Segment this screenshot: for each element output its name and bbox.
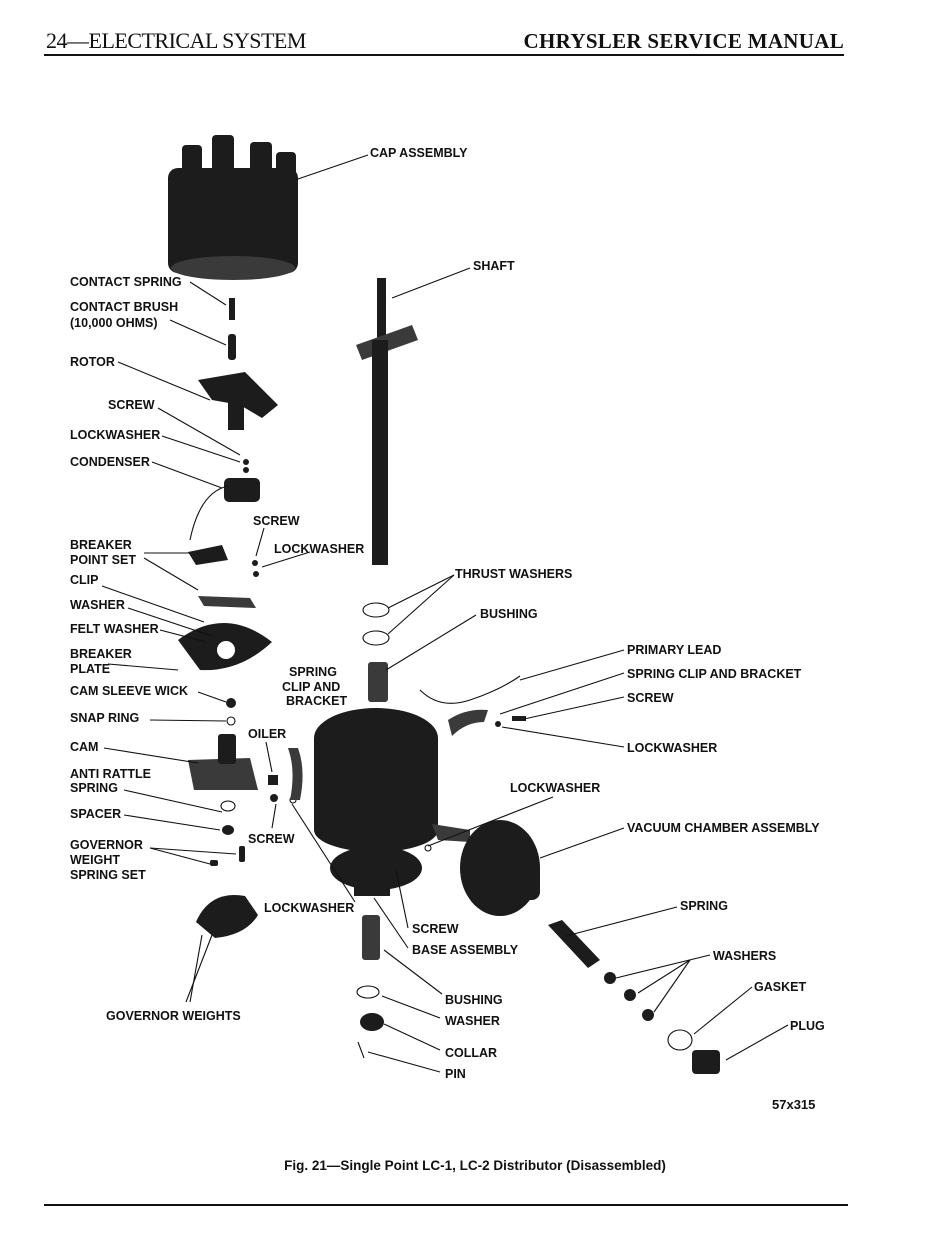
label-spring: SPRING — [680, 899, 728, 913]
header-manual-title: CHRYSLER SERVICE MANUAL — [523, 29, 844, 53]
spacer-part — [220, 800, 236, 835]
label-spring-clip-line2: CLIP AND — [282, 680, 340, 694]
label-gasket: GASKET — [754, 980, 806, 994]
label-lockwasher-lower: LOCKWASHER — [264, 901, 354, 915]
label-lockwasher-vacuum: LOCKWASHER — [510, 781, 600, 795]
label-governor-line2: WEIGHT — [70, 853, 120, 867]
snap-ring-part — [226, 716, 236, 726]
label-washers: WASHERS — [713, 949, 776, 963]
label-lockwasher-rotor: LOCKWASHER — [70, 428, 160, 442]
breaker-plate-part — [178, 622, 272, 671]
label-bushing-upper: BUSHING — [480, 607, 538, 621]
label-screw-spacer: SCREW — [248, 832, 295, 846]
label-contact-brush-line1: CONTACT BRUSH — [70, 300, 178, 314]
label-screw-rotor: SCREW — [108, 398, 155, 412]
label-anti-rattle-line2: SPRING — [70, 781, 118, 795]
bushing-upper-part — [368, 662, 388, 702]
cap-assembly-part — [168, 135, 298, 280]
figure-code: 57x315 — [772, 1097, 816, 1112]
label-shaft: SHAFT — [473, 259, 515, 273]
primary-lead-part — [419, 675, 521, 704]
label-collar: COLLAR — [445, 1046, 497, 1060]
label-breaker-point-set-line2: POINT SET — [70, 553, 136, 567]
clip-part — [198, 596, 256, 608]
label-breaker-plate-line2: PLATE — [70, 662, 110, 676]
label-cam: CAM — [70, 740, 98, 754]
washers-part — [604, 972, 654, 1021]
label-felt-washer: FELT WASHER — [70, 622, 159, 636]
label-lockwasher-right: LOCKWASHER — [627, 741, 717, 755]
label-condenser: CONDENSER — [70, 455, 150, 469]
label-contact-brush-line2: (10,000 OHMS) — [70, 316, 158, 330]
label-contact-spring: CONTACT SPRING — [70, 275, 182, 289]
label-vacuum-chamber: VACUUM CHAMBER ASSEMBLY — [627, 821, 820, 835]
label-governor-line1: GOVERNOR — [70, 838, 143, 852]
label-plug: PLUG — [790, 1019, 825, 1033]
label-spring-clip-line3: BRACKET — [286, 694, 347, 708]
header-section-title: 24—ELECTRICAL SYSTEM — [46, 28, 306, 53]
label-breaker-plate-line1: BREAKER — [70, 647, 132, 661]
cam-sleeve-wick-part — [226, 698, 236, 708]
label-thrust-washers: THRUST WASHERS — [455, 567, 572, 581]
label-base-assembly: BASE ASSEMBLY — [412, 943, 519, 957]
cam-part — [188, 734, 258, 790]
label-washer: WASHER — [70, 598, 125, 612]
spring-clip-bracket-right-part — [448, 709, 526, 736]
label-rotor: ROTOR — [70, 355, 115, 369]
label-spring-clip-line1: SPRING — [289, 665, 337, 679]
base-housing-part — [314, 708, 438, 896]
spring-clip-bracket-left-part — [288, 748, 303, 800]
shaft-part — [356, 278, 418, 565]
label-bushing-lower: BUSHING — [445, 993, 503, 1007]
washer-lower-part — [356, 985, 380, 999]
condenser-part — [189, 478, 260, 541]
figure-caption: Fig. 21—Single Point LC-1, LC-2 Distribu… — [284, 1158, 666, 1173]
bushing-lower-part — [362, 915, 380, 960]
leader-lines — [101, 154, 789, 1073]
small-screws-part — [243, 459, 249, 473]
label-breaker-point-set-line1: BREAKER — [70, 538, 132, 552]
rotor-part — [198, 372, 278, 430]
label-spring-clip-and-bracket: SPRING CLIP AND BRACKET — [627, 667, 802, 681]
breaker-point-set-part — [188, 545, 259, 577]
label-governor-weights: GOVERNOR WEIGHTS — [106, 1009, 241, 1023]
governor-weight-spring-part — [210, 846, 245, 866]
label-primary-lead: PRIMARY LEAD — [627, 643, 721, 657]
plug-part — [692, 1050, 720, 1074]
label-oiler: OILER — [248, 727, 286, 741]
label-cam-sleeve-wick: CAM SLEEVE WICK — [70, 684, 188, 698]
label-governor-line3: SPRING SET — [70, 868, 146, 882]
label-snap-ring: SNAP RING — [70, 711, 139, 725]
label-pin: PIN — [445, 1067, 466, 1081]
label-cap-assembly: CAP ASSEMBLY — [370, 146, 468, 160]
label-screw-right: SCREW — [627, 691, 674, 705]
thrust-washers-part — [362, 602, 390, 646]
pin-part — [357, 1041, 365, 1059]
collar-part — [360, 1013, 384, 1031]
contact-brush-part — [228, 334, 236, 360]
label-lockwasher-breaker: LOCKWASHER — [274, 542, 364, 556]
spring-part — [548, 920, 600, 968]
governor-weights-part — [196, 895, 258, 938]
contact-spring-part — [229, 298, 235, 320]
label-spacer: SPACER — [70, 807, 121, 821]
header-rule — [44, 54, 844, 56]
footer-rule — [44, 1204, 848, 1206]
label-anti-rattle-line1: ANTI RATTLE — [70, 767, 151, 781]
gasket-part — [667, 1029, 693, 1051]
label-clip: CLIP — [70, 573, 98, 587]
label-screw-breaker: SCREW — [253, 514, 300, 528]
label-washer-lower: WASHER — [445, 1014, 500, 1028]
label-screw-base: SCREW — [412, 922, 459, 936]
vacuum-chamber-part — [424, 820, 540, 916]
